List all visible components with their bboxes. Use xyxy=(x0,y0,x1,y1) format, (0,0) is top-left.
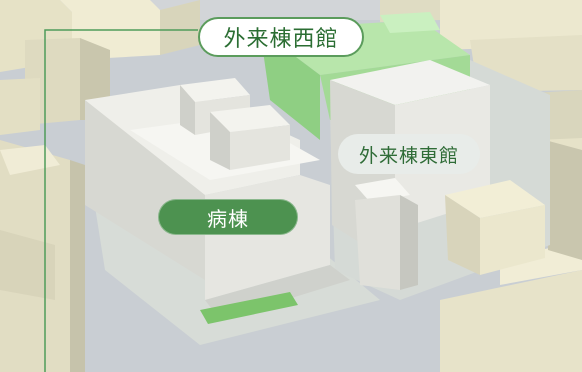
label-east-outpatient: 外来棟東館 xyxy=(338,134,480,174)
leader-line xyxy=(44,29,198,372)
lawn-strip xyxy=(200,292,298,324)
background-buildings-west xyxy=(0,140,85,372)
background-buildings-southeast xyxy=(440,140,582,372)
ward-building xyxy=(85,78,350,320)
label-west-outpatient: 外来棟西館 xyxy=(198,17,364,57)
label-ward: 病棟 xyxy=(158,199,298,235)
